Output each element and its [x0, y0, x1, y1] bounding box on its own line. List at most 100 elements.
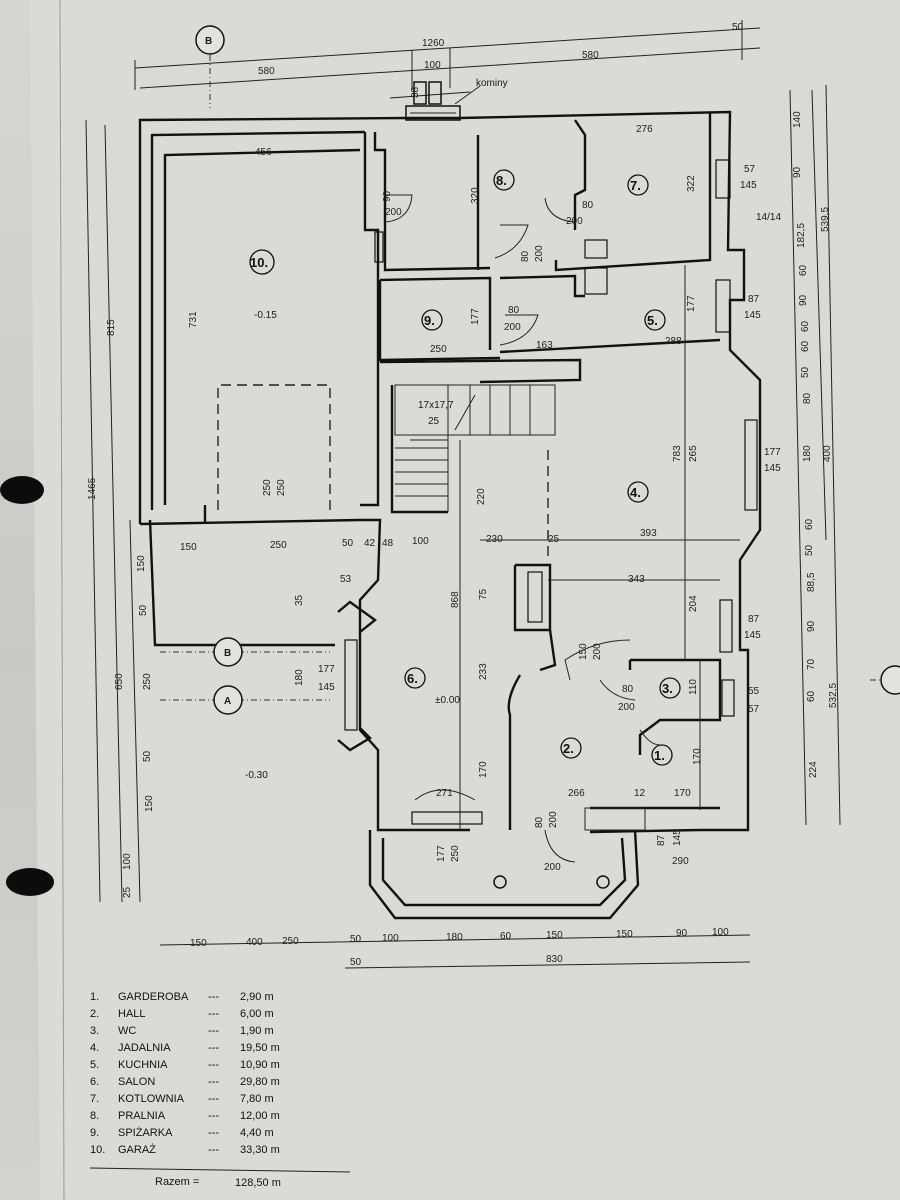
- dim-top-50: 50: [732, 22, 744, 33]
- win-4-b: 145: [744, 630, 761, 641]
- legend-room-name: KOTLOWNIA: [118, 1093, 185, 1105]
- legend-room-name: GARAŻ: [118, 1143, 156, 1156]
- legend-area: 4,40 m: [240, 1127, 274, 1139]
- garage-door-outline: [217, 384, 331, 510]
- dim-right-chain-9: 180: [802, 445, 813, 462]
- dim-right-chain-0: 140: [792, 111, 803, 128]
- door-1-a: 90: [382, 190, 393, 202]
- dim-bottom-8: 150: [616, 929, 633, 940]
- legend-area: 33,30 m: [240, 1144, 280, 1156]
- dim-salon-h: 868: [450, 591, 461, 608]
- legend-dash: ---: [208, 1008, 219, 1020]
- dim-230: 230: [486, 534, 503, 545]
- dim-right-chain-3: 60: [798, 264, 809, 276]
- door-2-b: 200: [566, 216, 583, 227]
- dim-left-chain-6: 25: [122, 886, 133, 898]
- legend-number: 1.: [90, 991, 99, 1003]
- win-2-a: 87: [748, 294, 760, 305]
- legend-room-name: HALL: [118, 1008, 146, 1020]
- dim-right-532: 532,5: [828, 683, 839, 708]
- legend-area: 6,00 m: [240, 1008, 274, 1020]
- dim-48: 48: [382, 538, 394, 549]
- door-4-b: 200: [504, 322, 521, 333]
- legend-row: 5.KUCHNIA---10,90 m: [90, 1059, 280, 1071]
- legend-area: 12,00 m: [240, 1110, 280, 1122]
- legend-row: 3.WC---1,90 m: [90, 1025, 274, 1037]
- room-marker-1: 1.: [654, 748, 665, 763]
- dim-bottom-row2-b: 830: [546, 954, 563, 965]
- legend-area: 7,80 m: [240, 1093, 274, 1105]
- legend-rule: [89, 1167, 351, 1173]
- dim-right-chain-11: 50: [804, 544, 815, 556]
- dim-bottom-7: 150: [546, 930, 563, 941]
- legend-dash: ---: [208, 1042, 219, 1054]
- stairs-label-b: 25: [428, 416, 440, 427]
- door-3-b: 200: [534, 245, 545, 262]
- level-salon: ±0.00: [435, 695, 460, 706]
- room-legend: 1.GARDEROBA---2,90 m2.HALL---6,00 m3.WC-…: [90, 991, 280, 1156]
- dim-top-580b: 580: [582, 50, 599, 61]
- legend-number: 8.: [90, 1110, 99, 1122]
- dim-wc-h: 110: [688, 679, 699, 695]
- dim-bottom-3: 50: [350, 934, 362, 945]
- dim-top-38: 38: [410, 86, 421, 98]
- dim-75: 75: [478, 588, 489, 600]
- dim-180: 180: [294, 669, 305, 686]
- chimneys: kominy: [405, 78, 508, 121]
- dim-12: 12: [634, 788, 646, 799]
- top-dimensions: 1260 50 580 580 100 38 B: [134, 20, 761, 108]
- dim-top-580a: 580: [258, 66, 275, 77]
- legend-number: 5.: [90, 1059, 99, 1071]
- dim-garage-w: 456: [255, 147, 272, 158]
- dim-jad-h3: 204: [688, 595, 699, 612]
- legend-dash: ---: [208, 1127, 219, 1139]
- legend-room-name: WC: [118, 1025, 136, 1037]
- legend-row: 4.JADALNIA---19,50 m: [90, 1042, 280, 1054]
- section-marker-top-label: B: [205, 36, 212, 47]
- legend-number: 3.: [90, 1025, 99, 1037]
- dim-kuch-w: 163: [536, 340, 553, 351]
- stairs-label: 17x17,7: [418, 400, 454, 411]
- legend-area: 10,90 m: [240, 1059, 280, 1071]
- dim-42: 42: [364, 538, 376, 549]
- interior-walls: [360, 112, 740, 831]
- dim-kot-h: 322: [686, 175, 697, 192]
- room-marker-10: 10.: [250, 255, 268, 270]
- dim-100: 100: [412, 536, 429, 547]
- win-8-b: 145: [672, 829, 683, 846]
- dim-right-chain-15: 60: [806, 690, 817, 702]
- dim-bottom-5: 180: [446, 932, 463, 943]
- legend-room-name: PRALNIA: [118, 1110, 166, 1122]
- win-4-a: 87: [748, 614, 760, 625]
- dim-bottom-row2-a: 50: [350, 957, 362, 968]
- vent-label: 14/14: [756, 212, 781, 223]
- margin-line: [59, 0, 65, 1200]
- dim-271: 271: [436, 788, 453, 799]
- windows: [344, 159, 758, 825]
- win-3-b: 145: [764, 463, 781, 474]
- legend-area: 29,80 m: [240, 1076, 280, 1088]
- legend-row: 2. HALL --- 6,00 m: [90, 1008, 274, 1020]
- level-terrace: -0.30: [245, 770, 268, 781]
- dim-150: 150: [180, 542, 197, 553]
- dim-jad-w2: 343: [628, 574, 645, 585]
- legend-row: 10.GARAŻ---33,30 m: [90, 1143, 280, 1156]
- legend-number: 2.: [90, 1008, 99, 1020]
- room-marker-6: 6.: [407, 671, 418, 686]
- room-marker-2: 2.: [563, 741, 574, 756]
- dim-35: 35: [294, 594, 305, 606]
- dim-right-chain-16: 224: [808, 761, 819, 778]
- dim-spiz-h: 177: [470, 308, 481, 325]
- dim-left-overall: 1465: [87, 477, 98, 500]
- door-3-a: 80: [520, 250, 531, 262]
- door-4-a: 80: [508, 305, 520, 316]
- dim-50: 50: [342, 538, 354, 549]
- dim-bottom-4: 100: [382, 933, 399, 944]
- legend-room-name: SPIŻARKA: [118, 1126, 173, 1139]
- legend-number: 4.: [90, 1042, 99, 1054]
- section-marker-a: A: [224, 696, 231, 707]
- right-dimensions: 539,5 400 532,5 140 90 182,5 60 90 60 60…: [789, 84, 841, 826]
- win-8-a: 87: [656, 834, 667, 846]
- room-marker-9: 9.: [424, 313, 435, 328]
